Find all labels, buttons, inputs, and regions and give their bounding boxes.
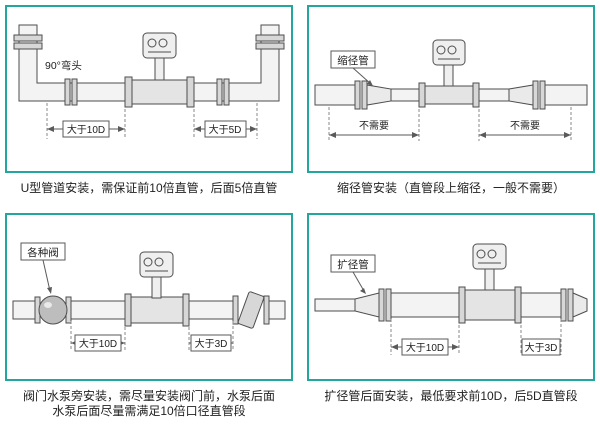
u-type-caption: U型管道安装，需保证前10倍直管，后面5倍直管 [20,181,278,195]
valve-pump-caption: 阀门水泵旁安装，需尽量安装阀门前，水泵后面 水泵后面尽量需满足10倍口径直管段 [5,389,293,419]
panel-expander: 扩径管 大于10D [307,213,595,424]
valve-pump-frame: 各种阀 大于10D [5,213,293,381]
u-type-frame: 90°弯头 大于10D 大于5D [5,5,293,173]
dimension-left: 不需要 [328,107,420,141]
valve-pump-diagram: 各种阀 大于10D [12,242,286,352]
reducer-frame: 缩径管 不需要 不需要 [307,5,595,173]
panel-valve-pump: 各种阀 大于10D [5,213,293,424]
pipe-run [314,288,588,322]
dimension-right: 大于3D [520,319,562,356]
dimension-left: 大于10D [390,319,460,356]
dimension-left: 大于10D [70,321,126,352]
reducer-label: 缩径管 [337,54,369,67]
dimension-left: 大于10D [46,103,126,139]
reducer-callout: 缩径管 [330,50,376,86]
flowmeter [458,243,522,324]
flowmeter [124,32,195,108]
elbow-label: 90°弯头 [45,59,82,72]
expander-diagram: 扩径管 大于10D [314,243,588,356]
expander-callout: 扩径管 [330,254,376,294]
pipe-run [12,295,286,325]
flowmeter [124,251,190,327]
u-type-diagram: 90°弯头 大于10D 大于5D [13,24,285,139]
dim-left-label: 大于10D [79,337,117,350]
dim-right-label: 不需要 [510,120,540,132]
expander-label: 扩径管 [337,258,369,271]
dimension-right: 大于3D [188,321,234,352]
dim-left-label: 不需要 [359,120,389,132]
pump-component [237,291,265,329]
panel-u-type: 90°弯头 大于10D 大于5D [5,5,293,201]
flowmeter [418,39,480,108]
ball-valve [38,295,68,325]
expander-frame: 扩径管 大于10D [307,213,595,381]
reducer-diagram: 缩径管 不需要 不需要 [314,39,588,141]
valve-label: 各种阀 [27,246,59,259]
reducer-caption: 缩径管安装（直管段上缩径，一般不需要） [336,181,565,195]
dim-right-label: 大于5D [209,123,242,136]
valve-callout: 各种阀 [20,242,66,294]
dimension-right: 大于5D [193,103,258,139]
panel-reducer: 缩径管 不需要 不需要 [307,5,595,201]
dim-left-label: 大于10D [67,123,105,136]
valve-pump-caption-line1: 阀门水泵旁安装，需尽量安装阀门前，水泵后面 [22,389,275,403]
valve-pump-caption-line2: 水泵后面尽量需满足10倍口径直管段 [52,404,246,418]
dimension-right: 不需要 [478,107,572,141]
dim-right-label: 大于3D [195,337,228,350]
pipe-run [314,80,588,110]
dim-left-label: 大于10D [406,341,444,354]
expander-caption: 扩径管后面安装，最低要求前10D，后5D直管段 [324,389,578,403]
dim-right-label: 大于3D [525,341,558,354]
